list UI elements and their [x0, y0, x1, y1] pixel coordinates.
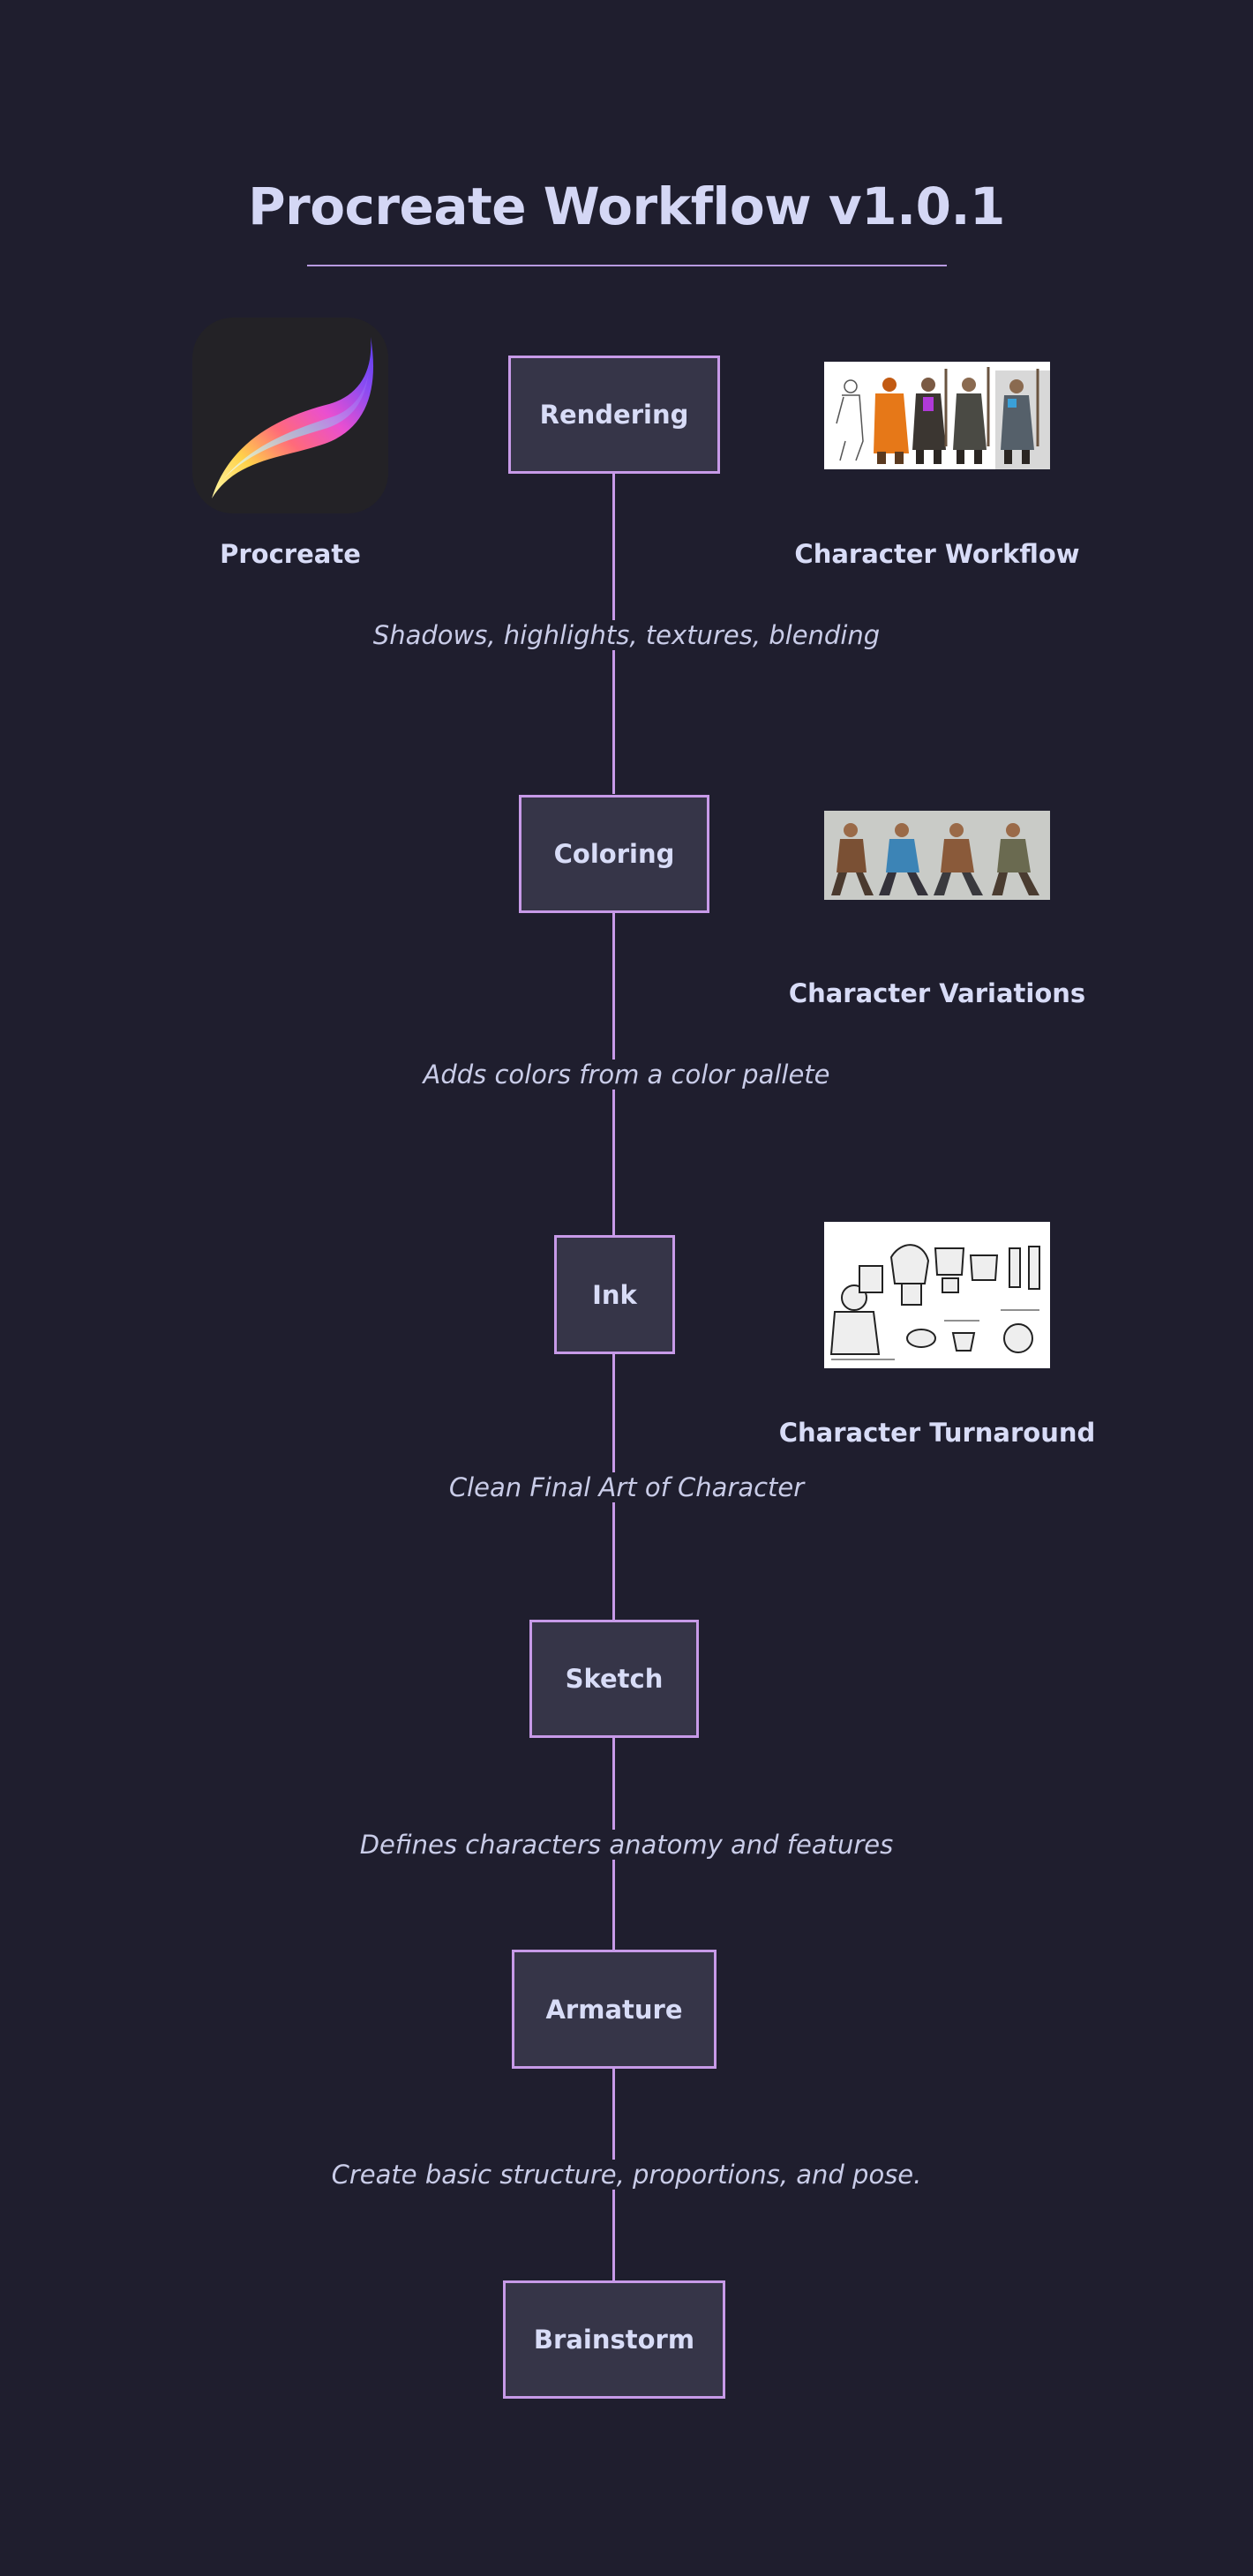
step-node-brainstorm[interactable]: Brainstorm [503, 2280, 725, 2399]
reference-label: Character Turnaround [778, 1418, 1096, 1448]
step-node-ink[interactable]: Ink [554, 1235, 675, 1354]
step-description: Adds colors from a color pallete [0, 1057, 1253, 1092]
step-node-sketch[interactable]: Sketch [529, 1620, 699, 1738]
character-workflow-thumbnail [824, 362, 1050, 469]
character-variations-thumbnail [824, 811, 1050, 900]
step-description: Defines characters anatomy and features [0, 1827, 1253, 1862]
title-underline [307, 265, 947, 266]
step-description: Create basic structure, proportions, and… [0, 2157, 1253, 2192]
reference-label: Character Variations [788, 978, 1086, 1008]
step-description: Clean Final Art of Character [0, 1470, 1253, 1505]
step-node-coloring[interactable]: Coloring [519, 795, 709, 913]
step-node-rendering[interactable]: Rendering [508, 356, 720, 474]
character-turnaround-thumbnail [824, 1222, 1050, 1368]
procreate-feather-icon [192, 318, 388, 513]
step-node-armature[interactable]: Armature [512, 1950, 717, 2069]
reference-label: Character Workflow [794, 539, 1080, 569]
app-label: Procreate [220, 539, 361, 569]
step-description: Shadows, highlights, textures, blending [0, 618, 1253, 653]
page-title: Procreate Workflow v1.0.1 [248, 176, 1005, 236]
